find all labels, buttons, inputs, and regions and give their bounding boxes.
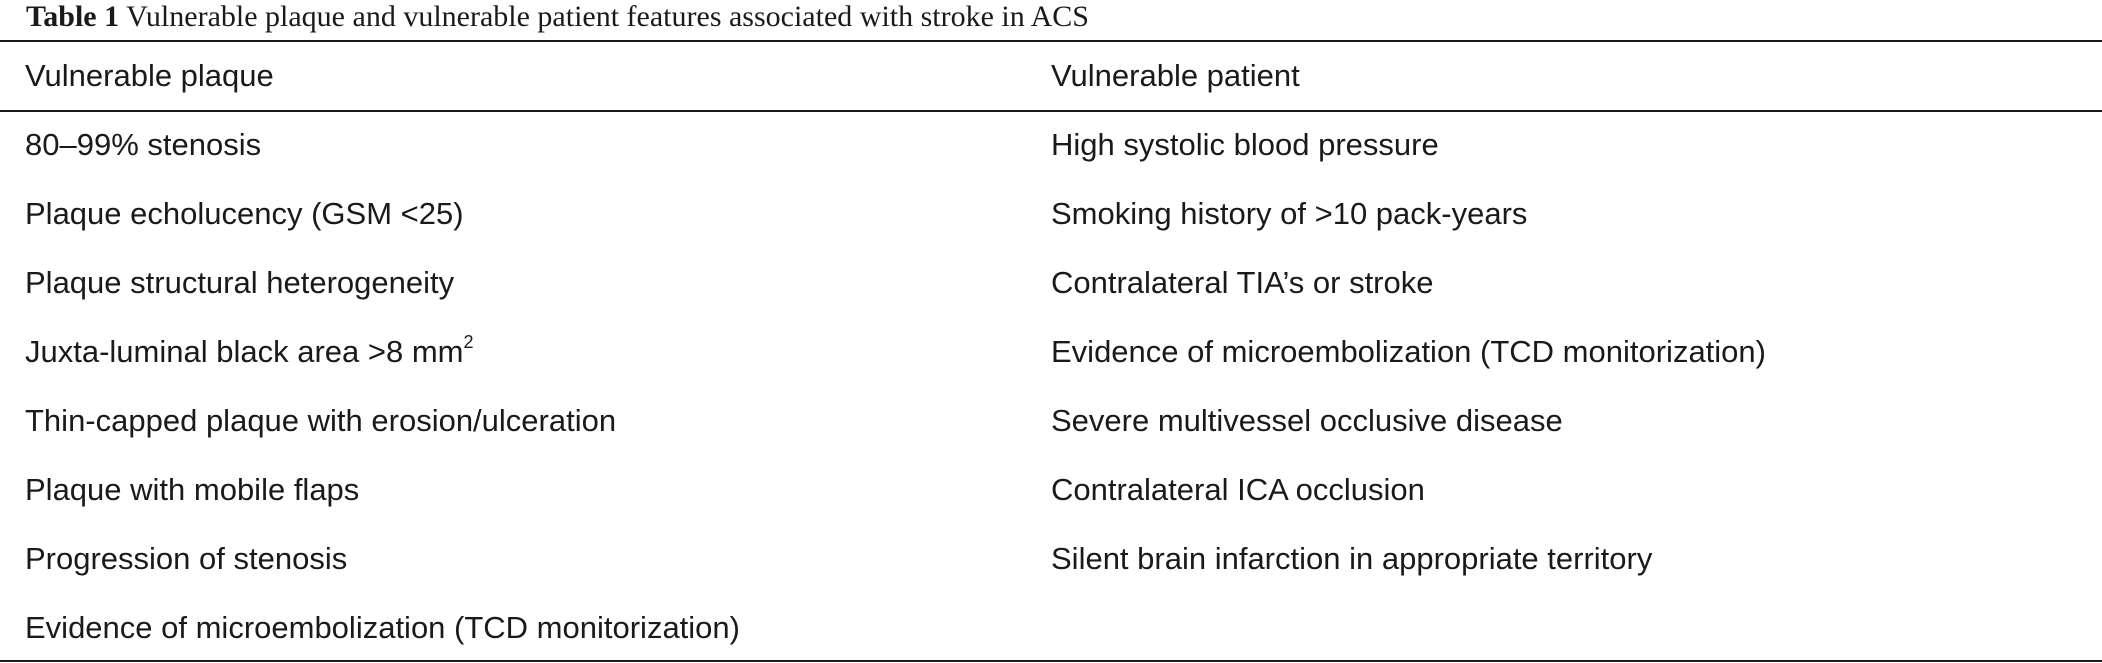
table-row: Progression of stenosis Silent brain inf…	[0, 524, 2102, 593]
table-caption-text: Vulnerable plaque and vulnerable patient…	[126, 0, 1089, 33]
table-caption: Table 1 Vulnerable plaque and vulnerable…	[26, 0, 1089, 34]
table-cell: 80–99% stenosis	[25, 126, 262, 162]
table-row: Thin-capped plaque with erosion/ulcerati…	[0, 386, 2102, 455]
table-cell: Contralateral TIA’s or stroke	[1051, 264, 1434, 300]
table-cell: Plaque with mobile flaps	[25, 471, 360, 507]
bottom-rule	[0, 660, 2102, 662]
features-table: Vulnerable plaque Vulnerable patient 80–…	[0, 42, 2102, 662]
table-cell: Smoking history of >10 pack-years	[1051, 195, 1528, 231]
superscript: 2	[463, 331, 474, 352]
table-cell	[1051, 593, 2102, 662]
table-cell: Juxta-luminal black area >8 mm2	[0, 317, 1051, 386]
table-cell: Thin-capped plaque with erosion/ulcerati…	[25, 402, 617, 438]
table-cell: Evidence of microembolization (TCD monit…	[1051, 333, 1766, 369]
header-rule	[0, 110, 2102, 112]
table-header-row: Vulnerable plaque Vulnerable patient	[0, 42, 2102, 110]
table-caption-label: Table 1	[26, 0, 120, 33]
table-cell: Contralateral ICA occlusion	[1051, 471, 1425, 507]
table-row: Plaque echolucency (GSM <25) Smoking his…	[0, 179, 2102, 248]
table-row: 80–99% stenosis High systolic blood pres…	[0, 110, 2102, 179]
table-row: Juxta-luminal black area >8 mm2 Evidence…	[0, 317, 2102, 386]
table-cell: Severe multivessel occlusive disease	[1051, 402, 1563, 438]
table-cell: High systolic blood pressure	[1051, 126, 1439, 162]
table-row: Plaque with mobile flaps Contralateral I…	[0, 455, 2102, 524]
top-rule	[0, 40, 2102, 42]
column-header-vulnerable-patient: Vulnerable patient	[1051, 58, 1300, 93]
table-cell: Plaque structural heterogeneity	[25, 264, 455, 300]
table-row: Evidence of microembolization (TCD monit…	[0, 593, 2102, 662]
table-cell: Progression of stenosis	[25, 540, 348, 576]
cell-text: Juxta-luminal black area >8 mm	[25, 333, 464, 369]
table-cell: Silent brain infarction in appropriate t…	[1051, 540, 1653, 576]
column-header-vulnerable-plaque: Vulnerable plaque	[25, 58, 274, 93]
table-cell: Plaque echolucency (GSM <25)	[25, 195, 464, 231]
table-row: Plaque structural heterogeneity Contrala…	[0, 248, 2102, 317]
table-cell: Evidence of microembolization (TCD monit…	[25, 609, 740, 645]
